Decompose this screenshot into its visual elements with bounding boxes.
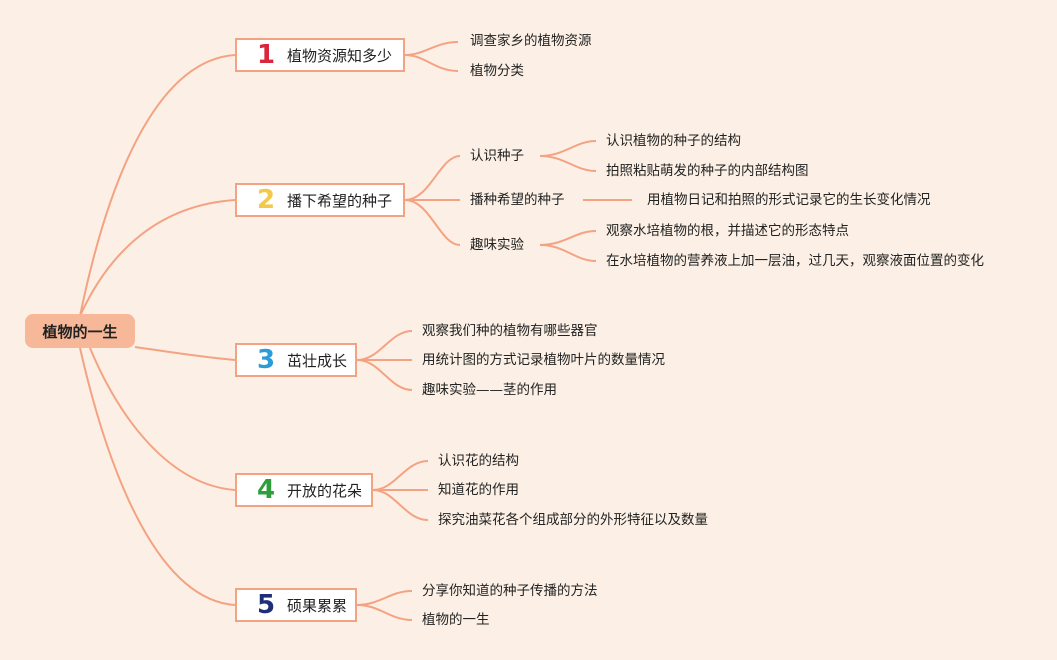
branch-4-child-2[interactable]: 知道花的作用 <box>438 482 519 498</box>
link-b3-c3 <box>356 359 413 391</box>
branch-3[interactable]: 3 茁壮成长 <box>235 343 357 377</box>
branch-2-sub-3-child-1[interactable]: 观察水培植物的根，并描述它的形态特点 <box>606 223 849 239</box>
branch-3-child-3[interactable]: 趣味实验——茎的作用 <box>422 382 557 398</box>
link-b5-c2 <box>356 604 413 621</box>
branch-3-child-1[interactable]: 观察我们种的植物有哪些器官 <box>422 323 598 339</box>
link-b1-c1 <box>404 41 459 56</box>
branch-1-child-2[interactable]: 植物分类 <box>470 63 524 79</box>
branch-4-child-1[interactable]: 认识花的结构 <box>438 453 519 469</box>
link-b2-s1 <box>404 155 461 201</box>
branch-2-sub-3[interactable]: 趣味实验 <box>470 237 524 253</box>
branch-5[interactable]: 5 硕果累累 <box>235 588 357 622</box>
link-b5-c1 <box>356 590 413 606</box>
branch-1-number: 1 <box>256 40 276 70</box>
link-s1-c1 <box>539 140 597 157</box>
link-s3-c2 <box>539 244 597 262</box>
link-b2-s3 <box>404 199 461 246</box>
branch-3-number: 3 <box>256 345 276 375</box>
link-root-b1 <box>79 54 236 317</box>
link-root-b4 <box>89 347 236 491</box>
branch-1-label: 植物资源知多少 <box>287 46 393 65</box>
branch-2-sub-2-child-1[interactable]: 用植物日记和拍照的形式记录它的生长变化情况 <box>647 192 931 208</box>
branch-2-sub-1-child-2[interactable]: 拍照粘贴萌发的种子的内部结构图 <box>606 163 809 179</box>
branch-4-label: 开放的花朵 <box>287 481 363 500</box>
root-node[interactable]: 植物的一生 <box>25 314 135 348</box>
branch-4-number: 4 <box>256 475 276 505</box>
branch-2-sub-1[interactable]: 认识种子 <box>470 148 524 164</box>
link-root-b5 <box>79 347 236 606</box>
link-b4-c1 <box>372 460 429 491</box>
branch-3-child-2[interactable]: 用统计图的方式记录植物叶片的数量情况 <box>422 352 665 368</box>
branch-5-child-2[interactable]: 植物的一生 <box>422 612 490 628</box>
link-root-b3 <box>134 346 236 361</box>
branch-5-label: 硕果累累 <box>287 596 348 615</box>
link-root-b2 <box>79 199 236 317</box>
branch-3-label: 茁壮成长 <box>287 351 348 370</box>
link-s1-c2 <box>539 155 597 172</box>
branch-1-child-1[interactable]: 调查家乡的植物资源 <box>470 33 592 49</box>
link-b3-c1 <box>356 330 413 361</box>
link-b4-c3 <box>372 489 429 521</box>
branch-5-number: 5 <box>256 590 276 620</box>
branch-2-sub-2[interactable]: 播种希望的种子 <box>470 192 565 208</box>
branch-2-sub-3-child-2[interactable]: 在水培植物的营养液上加一层油，过几天，观察液面位置的变化 <box>606 253 984 269</box>
branch-5-child-1[interactable]: 分享你知道的种子传播的方法 <box>422 583 598 599</box>
branch-1[interactable]: 1 植物资源知多少 <box>235 38 405 72</box>
link-b1-c2 <box>404 54 459 72</box>
link-s3-c1 <box>539 230 597 246</box>
branch-2-label: 播下希望的种子 <box>287 191 393 210</box>
branch-2-sub-1-child-1[interactable]: 认识植物的种子的结构 <box>606 133 741 149</box>
branch-4-child-3[interactable]: 探究油菜花各个组成部分的外形特征以及数量 <box>438 512 708 528</box>
branch-2-number: 2 <box>256 185 276 215</box>
branch-4[interactable]: 4 开放的花朵 <box>235 473 373 507</box>
branch-2[interactable]: 2 播下希望的种子 <box>235 183 405 217</box>
